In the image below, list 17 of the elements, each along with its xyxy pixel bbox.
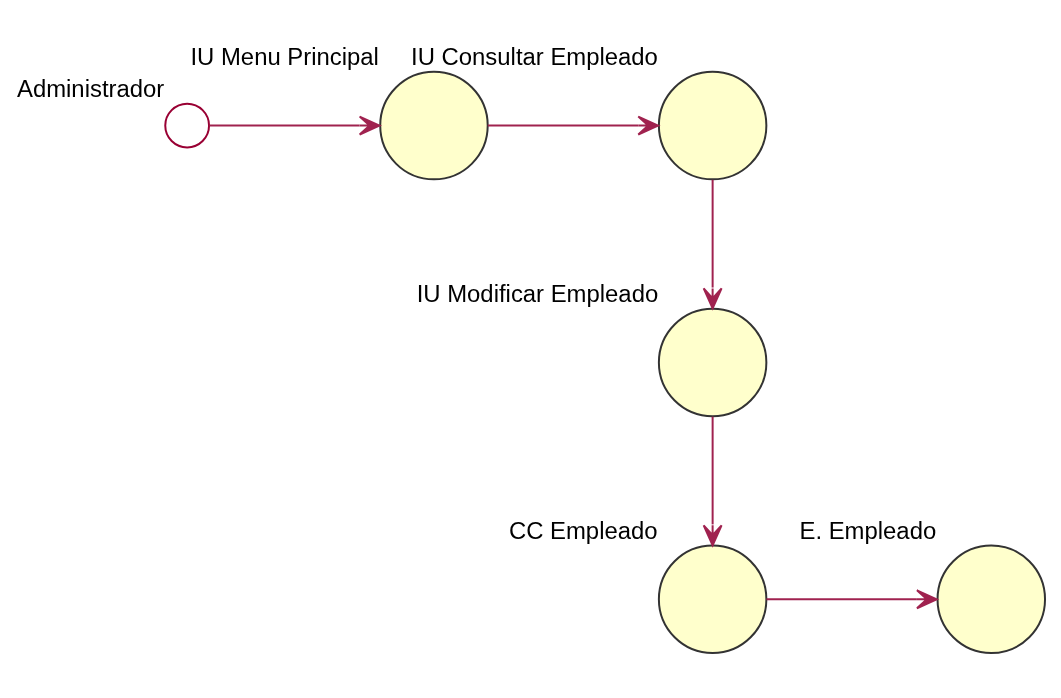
node-label: E. Empleado — [799, 516, 937, 544]
arrow — [208, 115, 381, 136]
arrow — [765, 588, 938, 609]
node-label: IU Menu Principal — [190, 42, 379, 70]
arrow — [702, 178, 723, 309]
node-circle — [379, 70, 489, 180]
node-circle — [936, 544, 1046, 654]
node-person — [164, 102, 211, 148]
node-circle — [657, 544, 768, 654]
arrow — [486, 115, 660, 136]
node-label: Administrador — [16, 74, 165, 102]
node-label: IU Modificar Empleado — [416, 279, 659, 307]
arrow — [702, 415, 723, 546]
node-circle — [657, 70, 768, 180]
node-circle — [657, 307, 768, 417]
node-label: CC Empleado — [508, 516, 658, 544]
node-label: IU Consultar Empleado — [411, 42, 658, 70]
